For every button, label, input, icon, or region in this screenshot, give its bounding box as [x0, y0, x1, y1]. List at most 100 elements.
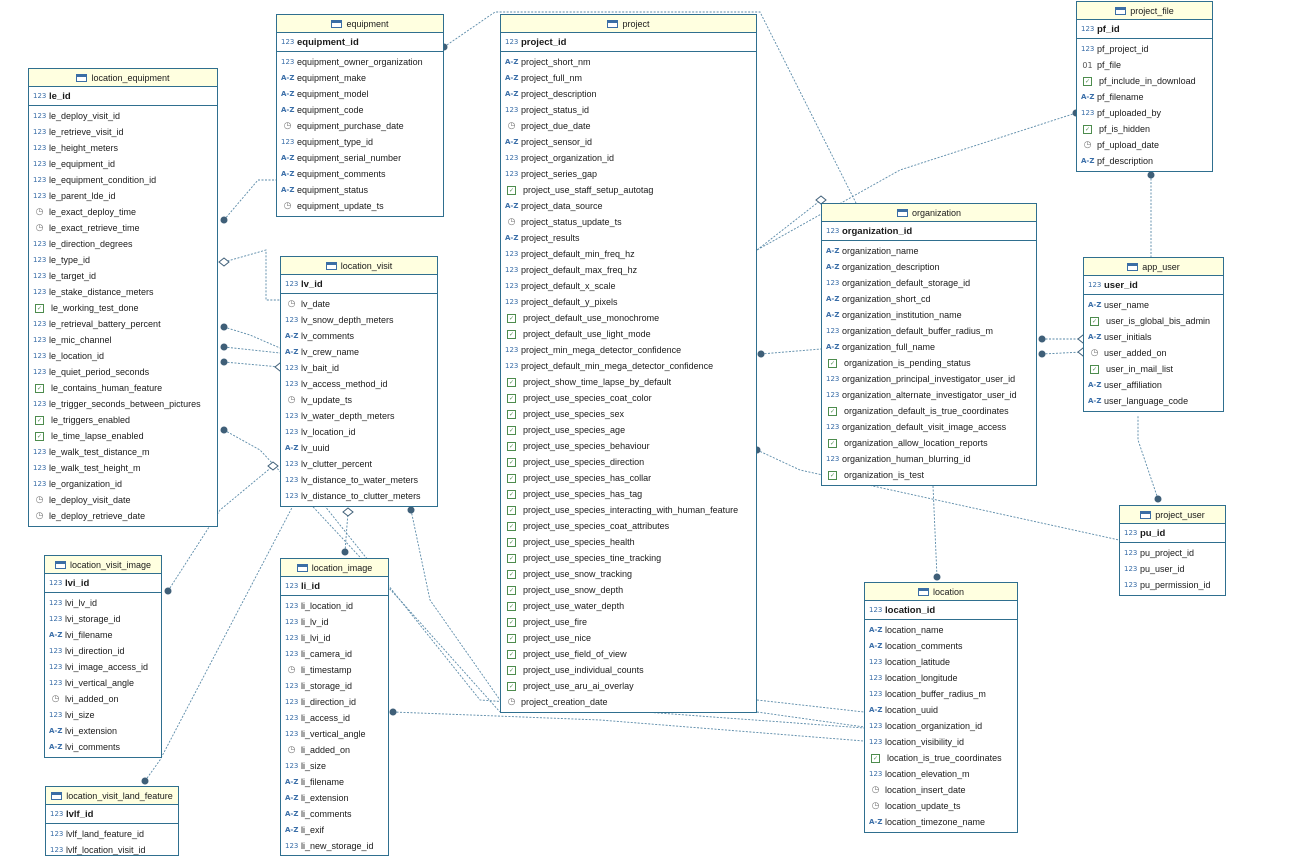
column-row[interactable]: ◷li_added_on — [281, 742, 388, 758]
column-row[interactable]: ✓project_show_time_lapse_by_default — [501, 374, 756, 390]
column-row[interactable]: ✓project_use_species_health — [501, 534, 756, 550]
column-row[interactable]: ✓location_is_true_coordinates — [865, 750, 1017, 766]
column-row[interactable]: ✓user_in_mail_list — [1084, 361, 1223, 377]
relationship-line[interactable] — [410, 509, 501, 701]
column-row[interactable]: ✓project_default_use_monochrome — [501, 310, 756, 326]
column-row[interactable]: ✓organization_is_pending_status — [822, 355, 1036, 371]
column-row[interactable]: ◷lv_update_ts — [281, 392, 437, 408]
column-row[interactable]: ✓project_use_species_interacting_with_hu… — [501, 502, 756, 518]
relationship-line[interactable] — [223, 326, 281, 349]
entity-header[interactable]: location_visit_image — [45, 556, 161, 574]
column-row[interactable]: ◷lvi_added_on — [45, 691, 161, 707]
column-row[interactable]: ◷le_deploy_visit_date — [29, 492, 217, 508]
relationship-line[interactable] — [223, 361, 281, 368]
column-row[interactable]: ✓le_triggers_enabled — [29, 412, 217, 428]
relationship-line[interactable] — [756, 711, 865, 728]
column-row[interactable]: ✓project_use_species_coat_color — [501, 390, 756, 406]
column-row[interactable]: ✓project_use_snow_tracking — [501, 566, 756, 582]
entity-header[interactable]: organization — [822, 204, 1036, 222]
column-row[interactable]: ◷user_added_on — [1084, 345, 1223, 361]
column-row[interactable]: ✓project_use_species_behaviour — [501, 438, 756, 454]
column-row[interactable]: ◷equipment_update_ts — [277, 198, 443, 214]
column-row[interactable]: ✓user_is_global_bis_admin — [1084, 313, 1223, 329]
relationship-line[interactable] — [223, 346, 281, 354]
relationship-line[interactable] — [223, 179, 276, 221]
column-row[interactable]: ✓organization_allow_location_reports — [822, 435, 1036, 451]
relationship-line[interactable] — [756, 699, 865, 713]
relationship-line[interactable] — [392, 711, 865, 742]
column-row[interactable]: ✓pf_is_hidden — [1077, 121, 1212, 137]
column-row[interactable]: ✓le_working_test_done — [29, 300, 217, 316]
column-row[interactable]: ◷pf_upload_date — [1077, 137, 1212, 153]
column-row[interactable]: ◷le_deploy_retrieve_date — [29, 508, 217, 524]
entity-header[interactable]: location_equipment — [29, 69, 217, 87]
column-row[interactable]: ✓project_use_species_coat_attributes — [501, 518, 756, 534]
column-row[interactable]: ◷li_timestamp — [281, 662, 388, 678]
entity-header[interactable]: app_user — [1084, 258, 1223, 276]
column-row[interactable]: ✓project_use_species_has_tag — [501, 486, 756, 502]
column-row[interactable]: ✓project_use_fire — [501, 614, 756, 630]
column-row[interactable]: ◷le_exact_deploy_time — [29, 204, 217, 220]
column-row[interactable]: ✓project_use_species_age — [501, 422, 756, 438]
